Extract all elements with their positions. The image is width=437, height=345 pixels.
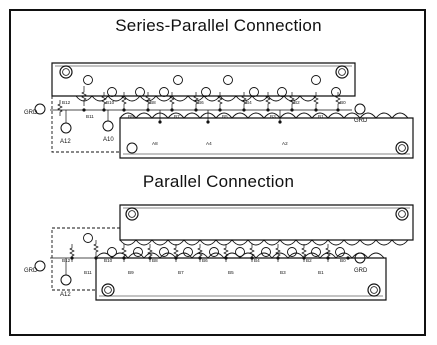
top-lower-bus-label: A2	[282, 141, 288, 146]
top-ground-right-label: GRD	[354, 118, 368, 124]
bottom-diagram	[34, 204, 414, 301]
top-a10-terminal	[102, 120, 114, 132]
bottom-upper-left-bolt	[125, 207, 139, 221]
bottom-lower-left-bolt	[101, 283, 115, 297]
top-cell-label: B1	[318, 114, 324, 119]
top-cell-label: B11	[86, 114, 94, 119]
top-cell-label: B12	[62, 100, 71, 105]
bottom-ground-right-terminal	[354, 252, 366, 264]
top-a12-label: A12	[60, 139, 71, 145]
top-lower-right-bolt	[395, 141, 409, 155]
top-cell-label: B10	[106, 100, 115, 105]
top-labels: GRD GRD A12 A10 B12 B11 B10 B9 B8 B7 B6 …	[24, 100, 368, 146]
top-lower-bus-label: A8	[152, 141, 158, 146]
top-upper-left-bolt	[59, 65, 73, 79]
bottom-ground-left-terminal	[34, 260, 46, 272]
bottom-cell-label: B8	[152, 258, 158, 263]
top-lower-bus-label: A4	[206, 141, 212, 146]
bottom-cell-label: B0	[340, 258, 346, 263]
top-lower-bus-bar	[119, 117, 414, 159]
top-cell-label: B8	[150, 100, 156, 105]
bottom-lower-bus-bar	[95, 257, 387, 301]
top-a10-label: A10	[103, 137, 114, 143]
top-upper-bus-bar	[51, 62, 356, 97]
parallel-title: Parallel Connection	[142, 172, 295, 191]
bottom-cell-label: B9	[128, 270, 134, 275]
bottom-upper-right-bolt	[395, 207, 409, 221]
bottom-cell-label: B12	[62, 258, 71, 263]
bottom-a12-label: A12	[60, 292, 71, 298]
bottom-cell-label: B5	[228, 270, 234, 275]
bottom-lower-right-bolt	[367, 283, 381, 297]
bottom-ground-right-label: GRD	[354, 268, 368, 274]
top-cell-label: B2	[294, 100, 300, 105]
top-cell-label: B0	[340, 100, 346, 105]
bottom-ground-left-label: GRD	[24, 268, 38, 274]
top-ground-left-terminal	[34, 103, 46, 115]
bottom-cell-label: B4	[254, 258, 260, 263]
bottom-cell-label: B6	[202, 258, 208, 263]
bottom-cell-label: B3	[280, 270, 286, 275]
bottom-cell-label: B10	[104, 258, 113, 263]
top-cell-label: B4	[246, 100, 252, 105]
top-a12-terminal	[60, 122, 72, 134]
bottom-upper-bus-bar	[119, 204, 414, 241]
top-upper-right-bolt	[335, 65, 349, 79]
bottom-a12-terminal	[60, 274, 72, 286]
top-ground-right-terminal	[354, 103, 366, 115]
top-cell-label: B5	[222, 114, 228, 119]
bottom-cell-label: B11	[84, 270, 92, 275]
bottom-cell-label: B7	[178, 270, 184, 275]
top-cell-label: B9	[128, 114, 134, 119]
top-cell-label: B6	[198, 100, 204, 105]
top-diagram	[34, 62, 414, 159]
top-cell-label: B3	[270, 114, 276, 119]
bottom-dashed-enclosure	[51, 227, 120, 291]
bottom-labels: GRD GRD A12 B12 B11 B10 B9 B8 B7 B6 B5 B…	[24, 258, 368, 298]
series-parallel-title: Series-Parallel Connection	[115, 16, 322, 35]
top-cell-label: B7	[174, 114, 180, 119]
top-dashed-enclosure	[51, 96, 120, 153]
bottom-cell-label: B2	[306, 258, 312, 263]
top-ground-left-label: GRD	[24, 110, 38, 116]
bottom-cell-label: B1	[318, 270, 324, 275]
